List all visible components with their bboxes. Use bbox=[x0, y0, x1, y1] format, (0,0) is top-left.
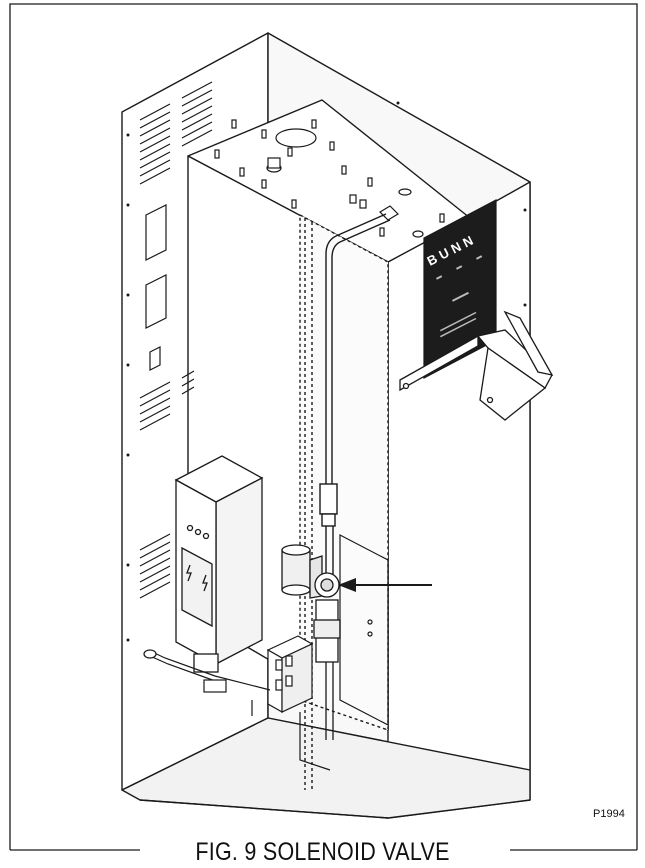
mounting-plate bbox=[339, 534, 389, 726]
bottom-wiring bbox=[143, 649, 331, 771]
figure-caption: FIG. 9 SOLENOID VALVE bbox=[195, 838, 450, 866]
knockout-panels bbox=[145, 204, 167, 371]
part-code: P1994 bbox=[593, 808, 625, 820]
mounting-bracket bbox=[399, 310, 554, 421]
figure-frame bbox=[9, 3, 638, 851]
lid-fittings bbox=[214, 119, 445, 238]
solenoid-valve bbox=[281, 544, 341, 740]
pointer-arrow bbox=[338, 578, 432, 592]
water-tube bbox=[319, 213, 391, 575]
brand-panel: BUNN bbox=[423, 199, 497, 379]
screws bbox=[126, 101, 527, 642]
terminal-block bbox=[266, 635, 314, 714]
control-box bbox=[174, 455, 264, 673]
vent-slots bbox=[139, 81, 213, 599]
